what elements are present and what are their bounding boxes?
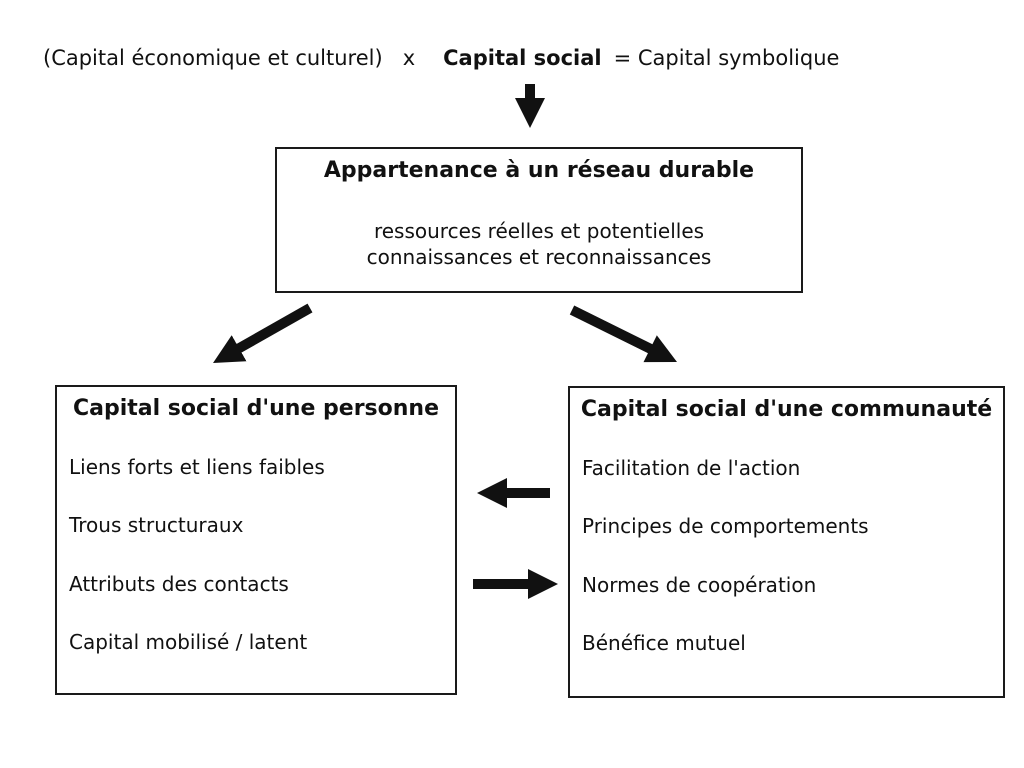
community-box: Capital social d'une communauté Facilita… [568,386,1005,698]
person-box-item: Capital mobilisé / latent [69,630,308,654]
community-box-title: Capital social d'une communauté [580,397,993,422]
community-box-item: Bénéfice mutuel [582,631,746,655]
network-box: Appartenance à un réseau durable ressour… [275,147,803,293]
formula-title: (Capital économique et culturel) x Capital… [43,44,839,72]
formula-operator: x [402,46,416,70]
community-box-item: Facilitation de l'action [582,456,801,480]
formula-bold-term: Capital social [443,46,602,70]
community-box-item: Principes de comportements [582,514,869,538]
person-box-items: Liens forts et liens faibles Trous struc… [57,387,455,693]
network-box-lines: ressources réelles et potentielles conna… [277,218,801,270]
network-box-line: connaissances et reconnaissances [366,245,712,269]
formula-prefix: (Capital économique et culturel) [43,46,383,70]
network-box-line: ressources réelles et potentielles [373,219,705,243]
person-box: Capital social d'une personne Liens fort… [55,385,457,695]
person-box-item: Liens forts et liens faibles [69,455,325,479]
formula-suffix: = Capital symbolique [613,46,840,70]
network-box-title: Appartenance à un réseau durable [323,158,755,183]
community-box-items: Facilitation de l'action Principes de co… [570,388,1003,696]
network-to-community-arrow [569,305,677,363]
person-box-title: Capital social d'une personne [72,396,440,421]
person-box-item: Attributs des contacts [69,572,289,596]
community-box-item: Normes de coopération [582,573,817,597]
network-to-person-arrow [213,303,313,364]
person-box-item: Trous structuraux [69,513,244,537]
